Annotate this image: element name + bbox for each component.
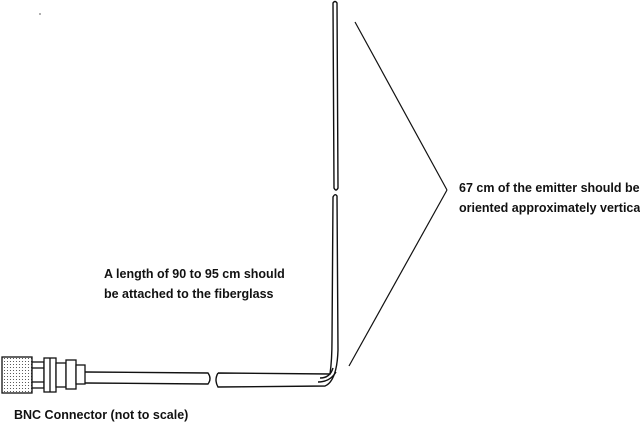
bnc-connector-label: BNC Connector (not to scale) <box>14 405 188 425</box>
bnc-connector-label-text: BNC Connector (not to scale) <box>14 408 189 422</box>
bnc-connector-collar <box>65 359 77 390</box>
cable-length-line-1: A length of 90 to 95 cm should <box>104 267 285 281</box>
cable-length-line-2: be attached to the fiberglass <box>104 287 274 301</box>
bnc-connector-body <box>1 356 33 394</box>
vertical-emitter <box>332 0 339 191</box>
emitter-orientation-line-1: 67 cm of the emitter should be <box>459 181 640 195</box>
emitter-orientation-line-2: oriented approximately vertical <box>459 201 640 215</box>
bnc-connector-ferrule <box>75 364 86 385</box>
bnc-connector-ring <box>55 362 67 388</box>
scan-speck <box>39 13 41 15</box>
cable-length-label: A length of 90 to 95 cm should be attach… <box>104 264 285 304</box>
emitter-upper-segment <box>332 0 339 191</box>
bnc-connector-sleeve <box>31 361 45 389</box>
leader-line-upper <box>354 21 448 191</box>
coax-cable-segment-right <box>215 194 339 388</box>
leader-line-lower <box>348 189 448 367</box>
emitter-orientation-label: 67 cm of the emitter should be oriented … <box>459 178 640 218</box>
cable-bend-detail-inner <box>317 371 337 383</box>
coax-cable <box>84 194 339 388</box>
leader-lines <box>348 21 448 367</box>
coax-cable-segment-left <box>84 371 211 385</box>
bnc-connector <box>1 356 86 394</box>
cable-bend-detail <box>319 367 334 379</box>
